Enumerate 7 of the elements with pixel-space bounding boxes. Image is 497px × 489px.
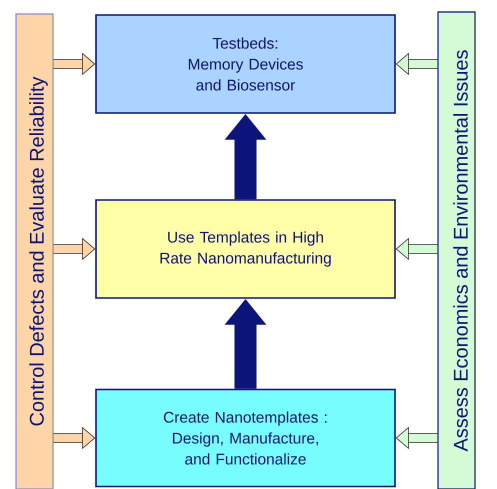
side-bar: [15, 13, 54, 489]
bar-label: Control Defects and Evaluate Reliability: [29, 76, 48, 426]
side-bar: [437, 11, 476, 489]
process-box: Testbeds: Memory Devices and Biosensor: [95, 14, 396, 114]
process-box: Use Templates in High Rate Nanomanufacturing: [95, 199, 396, 299]
process-box: Create Nanotemplates : Design, Manufacture, and Functionalize: [95, 388, 396, 488]
bar-label: Assess Economics and Environmental Issues: [453, 50, 468, 452]
